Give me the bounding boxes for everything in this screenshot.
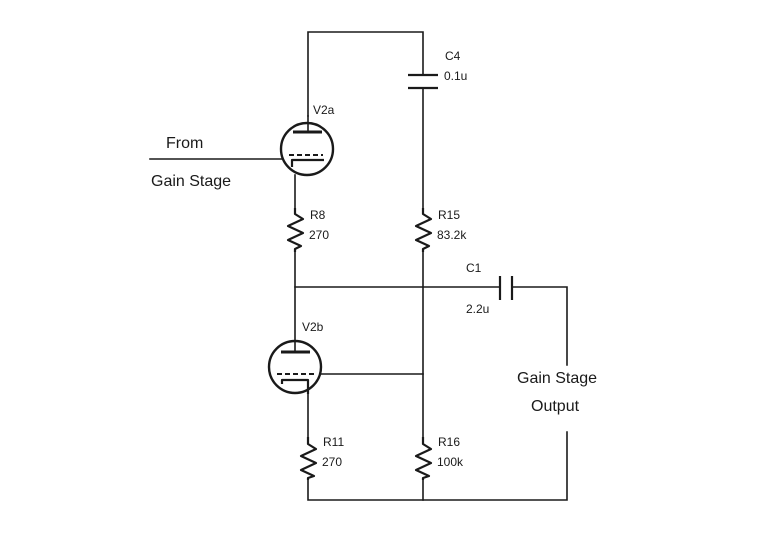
c4-value: 0.1u [444, 69, 467, 83]
r16-value: 100k [437, 455, 464, 469]
r11-name: R11 [323, 435, 344, 449]
wire-c1-output [511, 286, 568, 366]
c4-name: C4 [445, 49, 461, 63]
r15-value: 83.2k [437, 228, 467, 242]
wire-bottom-rail [307, 431, 568, 501]
wire-top-rail [307, 31, 424, 117]
resistor-r15: R15 83.2k [414, 208, 467, 252]
c1-name: C1 [466, 261, 482, 275]
r15-name: R15 [438, 208, 460, 222]
capacitor-c4: C4 0.1u [408, 49, 467, 90]
r11-value: 270 [322, 455, 342, 469]
r8-value: 270 [309, 228, 329, 242]
resistor-r11: R11 270 [299, 435, 344, 480]
r16-name: R16 [438, 435, 460, 449]
capacitor-c1: C1 2.2u [466, 261, 514, 316]
output-label-line1: Gain Stage [517, 370, 597, 387]
input-label-line2: Gain Stage [151, 173, 231, 190]
c1-value: 2.2u [466, 302, 489, 316]
tube-v2a: V2a [279, 103, 335, 177]
resistor-r16: R16 100k [414, 435, 464, 480]
input-label-line1: From [166, 135, 203, 152]
wires [149, 31, 568, 501]
resistor-r8: R8 270 [286, 208, 329, 252]
output-label-line2: Output [531, 398, 580, 415]
v2b-name: V2b [302, 320, 324, 334]
tube-v2b: V2b [267, 320, 324, 395]
v2a-name: V2a [313, 103, 335, 117]
r8-name: R8 [310, 208, 326, 222]
